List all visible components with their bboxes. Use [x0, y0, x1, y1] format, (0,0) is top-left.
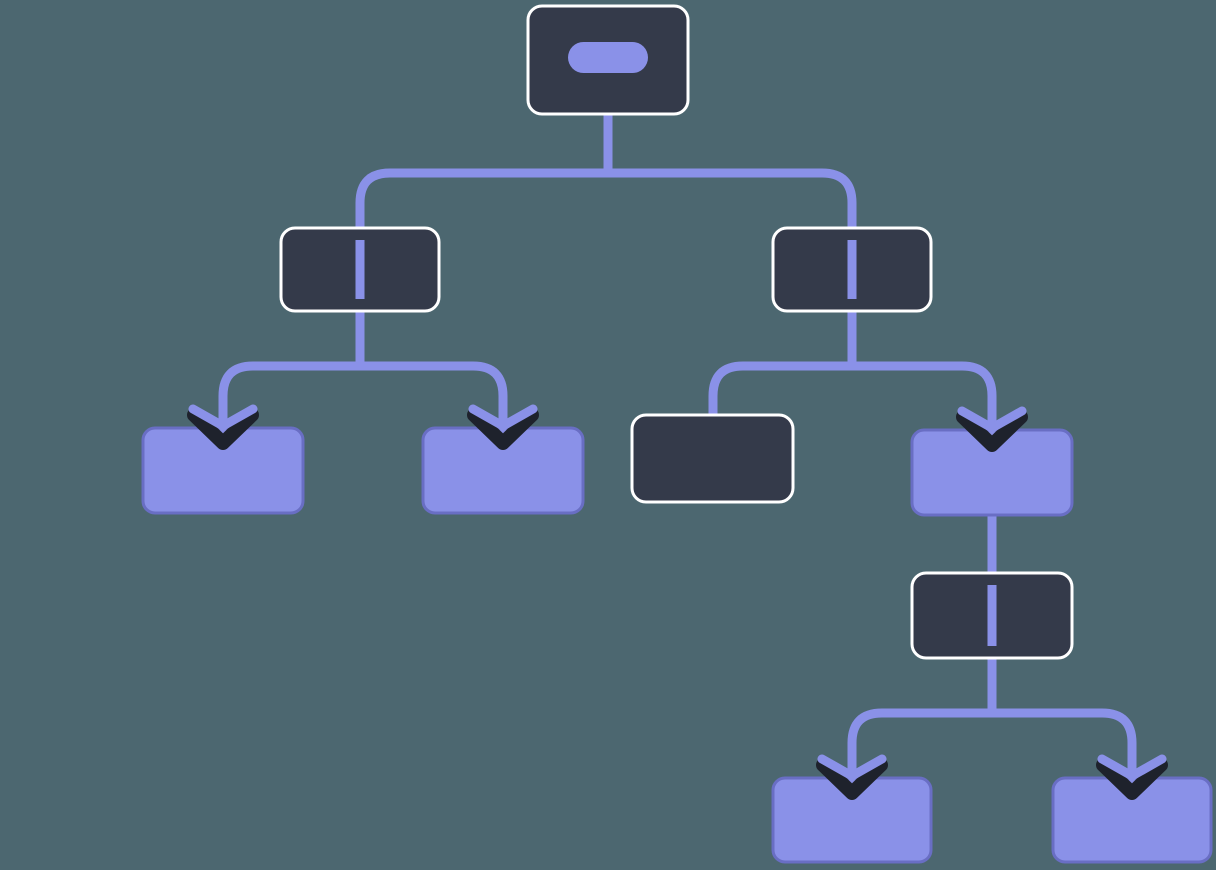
node-leaf-dark[interactable] — [630, 413, 795, 504]
pill-icon — [568, 42, 648, 73]
arrow-down-black-icon — [467, 408, 539, 450]
arrow-down-purple-icon — [1097, 754, 1167, 781]
arrow-down-purple-icon — [817, 754, 887, 781]
connector-right-branch — [708, 308, 997, 426]
arrow-down-black-icon — [816, 758, 888, 800]
arrow-down-black-icon — [956, 410, 1028, 452]
connector-bottom-branch — [847, 654, 1137, 774]
arrow-down-black-icon — [1096, 758, 1168, 800]
arrow-down-purple-icon — [188, 404, 258, 431]
arrow-down-black-icon — [187, 408, 259, 450]
arrow-down-purple-icon — [468, 404, 538, 431]
connector-left-branch — [218, 308, 508, 424]
arrow-down-purple-icon — [957, 406, 1027, 433]
